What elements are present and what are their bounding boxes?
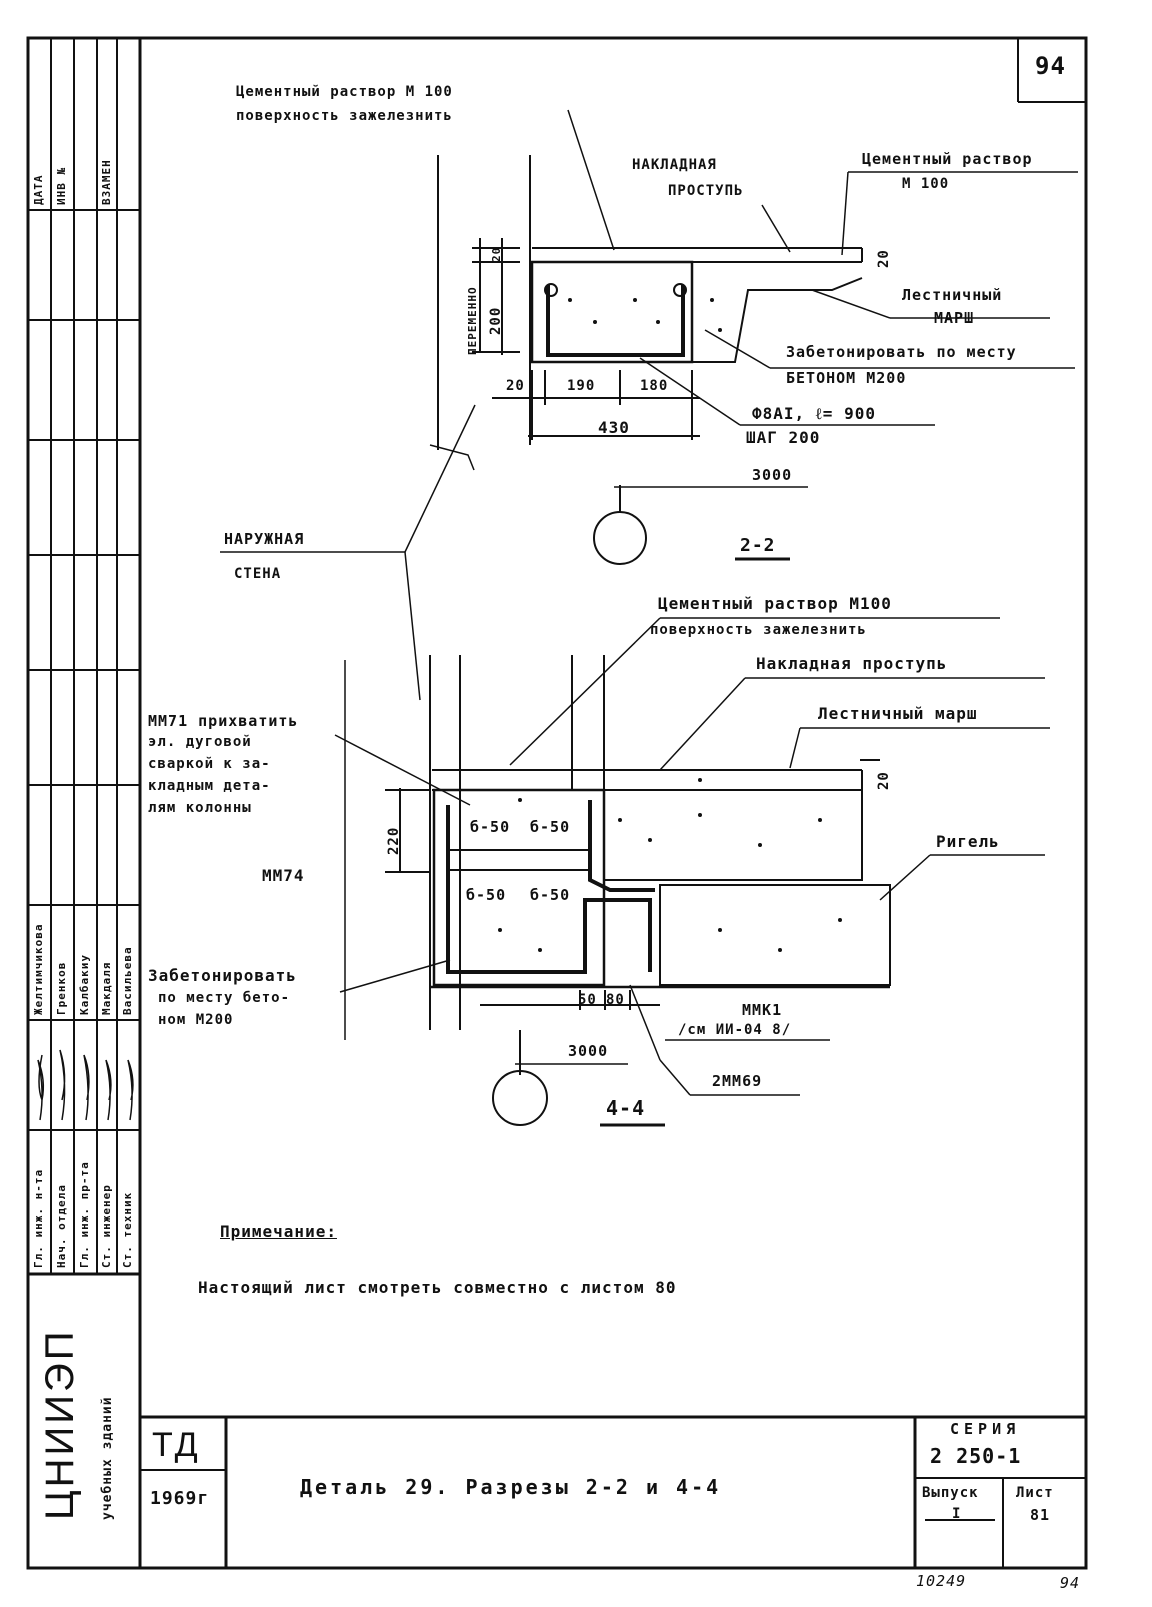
s22-dim-200: 200 xyxy=(488,306,504,335)
bottom-left-number: 10249 xyxy=(916,1572,967,1590)
title-year: 1969г xyxy=(150,1488,210,1509)
s44-dim-3000: 3000 xyxy=(568,1042,609,1060)
s22-mortar-label-1: Цементный раствор М 100 xyxy=(236,84,453,100)
stamp-col-date: ДАТА xyxy=(32,174,45,206)
note-title: Примечание: xyxy=(220,1222,337,1241)
s22-dim-20-top: 20 xyxy=(490,246,503,262)
s22-stair-1: Лестничный xyxy=(902,286,1003,304)
stamp-role-4: Ст. инженер xyxy=(100,1184,113,1268)
s44-b650-1: б-50 xyxy=(470,818,511,836)
s44-b650-2: б-50 xyxy=(530,818,571,836)
stamp-name-1: Желтимчикова xyxy=(32,923,45,1015)
s44-mm71-1: ММ71 прихватить xyxy=(148,712,299,730)
s22-concrete-1: Забетонировать по месту xyxy=(786,343,1017,361)
s44-concrete-2: по месту бето- xyxy=(158,990,291,1006)
s22-dim-3000: 3000 xyxy=(752,466,793,484)
drawing-title: Деталь 29. Разрезы 2-2 и 4-4 xyxy=(300,1475,722,1499)
s44-mortar-1: Цементный раствор М100 xyxy=(658,594,892,613)
stamp-role-5: Ст. техник xyxy=(121,1191,134,1268)
issue-value: I xyxy=(952,1506,962,1522)
s44-mortar-2: поверхность зажелезнить xyxy=(650,622,867,638)
s44-mmk1-1: ММК1 xyxy=(742,1001,783,1019)
series-value: 2 250-1 xyxy=(930,1444,1022,1468)
s22-dim-180: 180 xyxy=(640,378,669,394)
stamp-org: ЦНИИЭП xyxy=(38,1328,82,1520)
s44-mmk1-2: /см ИИ-04 8/ xyxy=(678,1022,792,1038)
stamp-name-4: Макдаля xyxy=(100,961,113,1015)
s22-concrete-2: БЕТОНОМ М200 xyxy=(786,369,907,387)
s22-mortar-right-1: Цементный раствор xyxy=(862,150,1033,168)
s44-dim-20: 20 xyxy=(876,771,892,790)
s44-stair: Лестничный марш xyxy=(818,704,978,723)
page-number: 94 xyxy=(1035,52,1066,80)
bottom-right-number: 94 xyxy=(1060,1574,1081,1592)
issue-label: Выпуск xyxy=(922,1485,979,1501)
s44-mm71-5: лям колонны xyxy=(148,800,252,816)
s22-mortar-label-2: поверхность зажелезнить xyxy=(236,108,453,124)
s44-b650-3: б-50 xyxy=(466,886,507,904)
s44-mm74: ММ74 xyxy=(262,866,305,885)
s22-section-label: 2-2 xyxy=(740,535,776,556)
s44-dim-50: 50 xyxy=(578,992,597,1008)
stamp-name-5: Васильева xyxy=(121,946,134,1015)
stamp-name-3: Калбакиу xyxy=(78,954,91,1015)
s22-dim-190: 190 xyxy=(567,378,596,394)
stamp-role-2: Нач. отдела xyxy=(55,1184,68,1268)
s22-mortar-right-2: М 100 xyxy=(902,176,950,192)
s22-nakladnaya-1: НАКЛАДНАЯ xyxy=(632,157,717,173)
sheet-label: Лист xyxy=(1016,1485,1054,1501)
s44-mm69: 2ММ69 xyxy=(712,1072,763,1090)
s44-mm71-4: кладным дета- xyxy=(148,778,271,794)
title-code: ТД xyxy=(152,1426,201,1464)
note-text: Настоящий лист смотреть совместно с лист… xyxy=(198,1278,677,1297)
s22-variable: ПЕРЕМЕННО xyxy=(466,286,479,355)
s22-nakladnaya-2: ПРОСТУПЬ xyxy=(668,183,744,199)
s44-mm71-2: эл. дуговой xyxy=(148,734,252,750)
s22-dim-20-bottom: 20 xyxy=(506,378,525,394)
s44-concrete-1: Забетонировать xyxy=(148,966,297,985)
s44-concrete-3: ном М200 xyxy=(158,1012,234,1028)
outer-wall-label-2: СТЕНА xyxy=(234,566,282,582)
stamp-col-inv: ИНВ № xyxy=(55,166,68,205)
s44-rigel: Ригель xyxy=(936,832,1000,851)
s44-dim-220: 220 xyxy=(386,826,402,855)
s22-stair-2: МАРШ xyxy=(934,309,975,327)
s44-section-label: 4-4 xyxy=(606,1096,646,1120)
s44-b650-4: б-50 xyxy=(530,886,571,904)
stamp-org-sub: учебных зданий xyxy=(100,1396,115,1520)
s44-dim-80: 80 xyxy=(606,992,625,1008)
s22-dim-20-right: 20 xyxy=(876,249,892,268)
s44-nakladnaya: Накладная проступь xyxy=(756,654,948,673)
stamp-role-1: Гл. инж. н-та xyxy=(32,1168,45,1268)
stamp-role-3: Гл. инж. пр-та xyxy=(78,1161,91,1268)
s44-mm71-3: сваркой к за- xyxy=(148,756,271,772)
stamp-col-vzamen: ВЗАМЕН xyxy=(100,159,113,205)
sheet-value: 81 xyxy=(1030,1506,1051,1524)
stamp-name-2: Гренков xyxy=(55,961,68,1015)
s22-rebar-2: ШАГ 200 xyxy=(746,428,821,447)
s22-rebar-1: Ф8АI, ℓ= 900 xyxy=(752,404,876,423)
outer-wall-label-1: НАРУЖНАЯ xyxy=(224,530,305,548)
s22-dim-430: 430 xyxy=(598,418,630,437)
series-label: СЕРИЯ xyxy=(950,1420,1021,1438)
